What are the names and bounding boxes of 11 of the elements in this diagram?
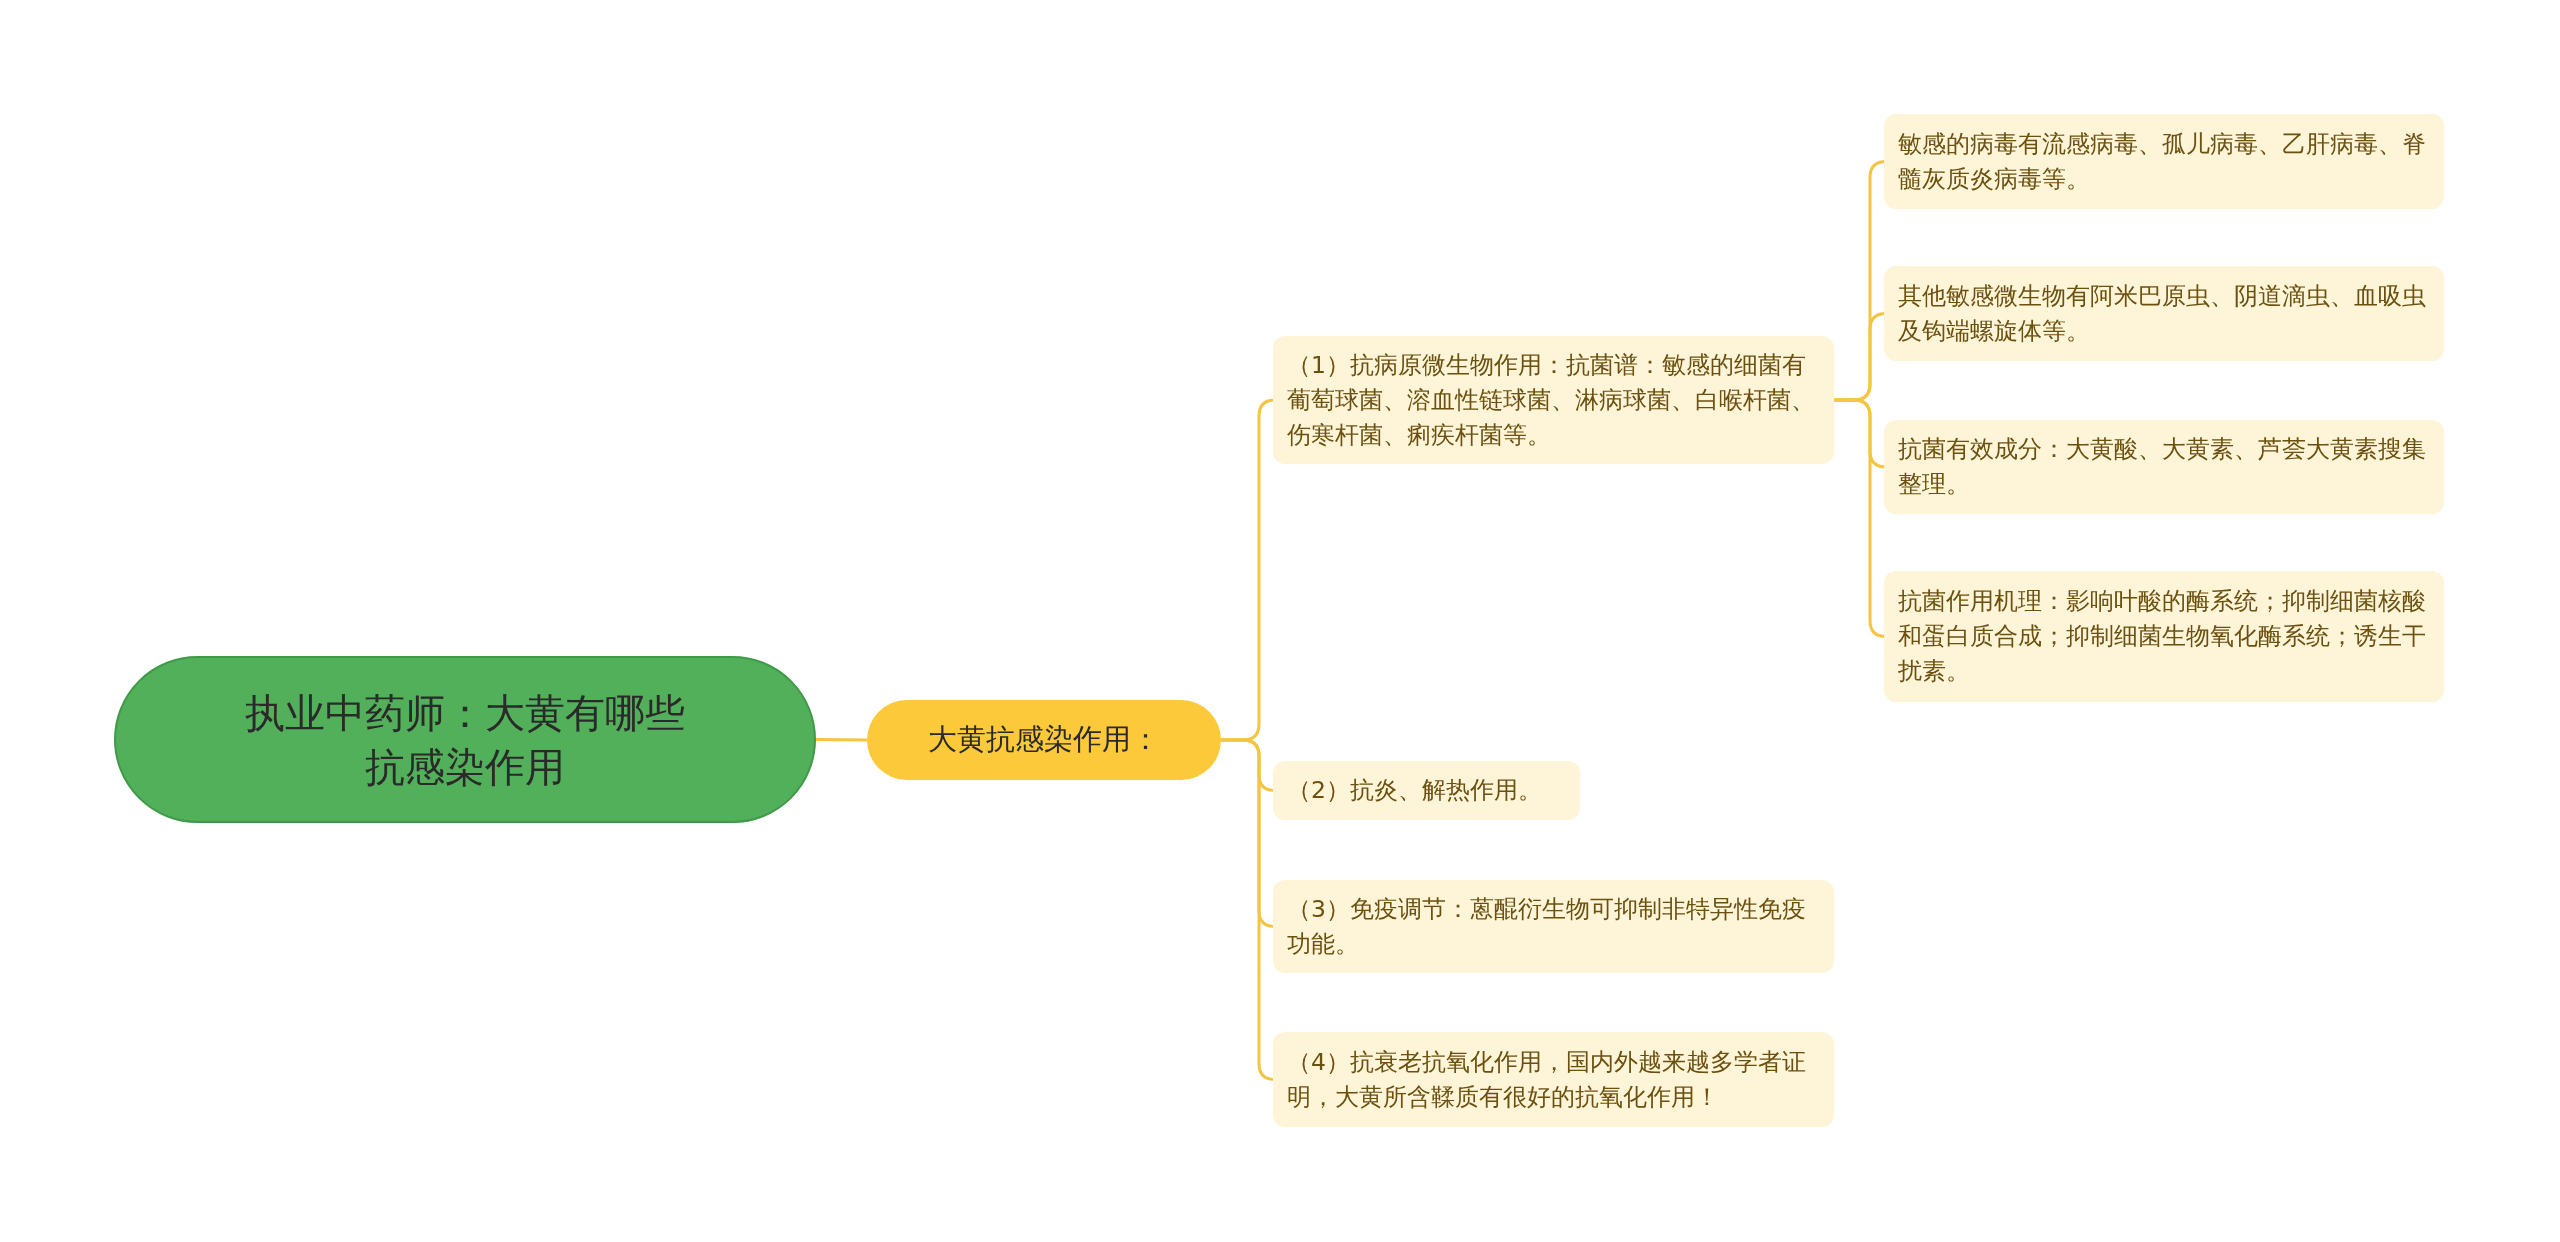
topic-box: （1）抗病原微生物作用：抗菌谱：敏感的细菌有葡萄球菌、溶血性链球菌、淋病球菌、白喉杆菌、伤寒杆菌、痢疾杆菌等。 bbox=[1273, 336, 1834, 464]
topic-box: 敏感的病毒有流感病毒、孤儿病毒、乙肝病毒、脊髓灰质炎病毒等。 bbox=[1884, 114, 2444, 209]
branch-node: 大黄抗感染作用： bbox=[867, 700, 1221, 780]
topic-box: 抗菌有效成分：大黄酸、大黄素、芦荟大黄素搜集整理。 bbox=[1884, 420, 2444, 514]
topic-box: （3）免疫调节：蒽醌衍生物可抑制非特异性免疫功能。 bbox=[1273, 880, 1834, 973]
root-node: 执业中药师：大黄有哪些抗感染作用 bbox=[114, 656, 816, 823]
topic-box: （4）抗衰老抗氧化作用，国内外越来越多学者证明，大黄所含鞣质有很好的抗氧化作用！ bbox=[1273, 1032, 1834, 1127]
connector-line bbox=[816, 738, 867, 742]
topic-box: 其他敏感微生物有阿米巴原虫、阴道滴虫、血吸虫及钩端螺旋体等。 bbox=[1884, 266, 2444, 361]
topic-box: 抗菌作用机理：影响叶酸的酶系统；抑制细菌核酸和蛋白质合成；抑制细菌生物氧化酶系统；诱生干扰素。 bbox=[1884, 571, 2444, 702]
topic-box: （2）抗炎、解热作用。 bbox=[1273, 761, 1580, 820]
